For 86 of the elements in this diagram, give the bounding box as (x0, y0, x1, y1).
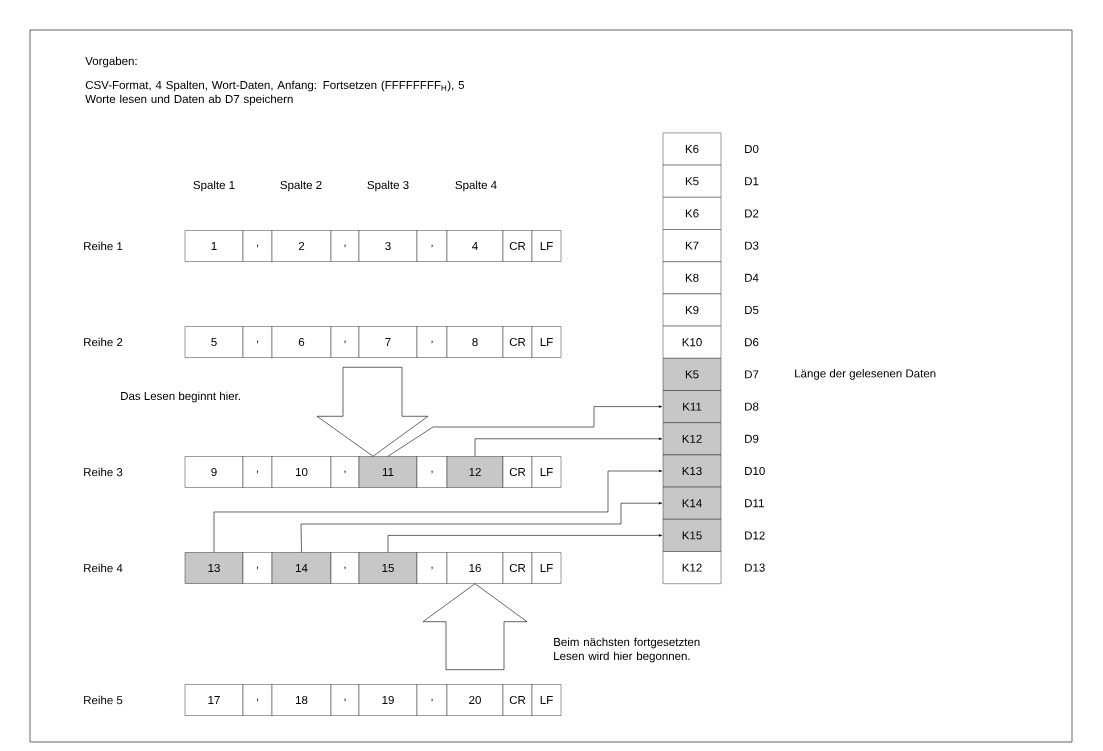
register-cell: K7 (662, 229, 722, 262)
data-cell: 8 (446, 326, 504, 358)
data-cell: , (242, 552, 273, 584)
register-address: D7 (745, 370, 759, 379)
data-cell: 16 (446, 552, 504, 584)
row-label: Reihe 2 (84, 337, 123, 347)
register-cell: K12 (662, 422, 722, 456)
register-address: D5 (745, 306, 759, 314)
data-cell: 4 (446, 230, 504, 262)
data-cell: , (330, 456, 360, 488)
column-header: Spalte 2 (280, 180, 322, 192)
register-cell: K6 (662, 132, 722, 166)
register-address: D3 (745, 241, 759, 250)
heading: Vorgaben: (85, 56, 137, 68)
data-cell: LF (531, 456, 562, 488)
data-cell: , (330, 552, 360, 584)
arrow (474, 437, 663, 457)
note-text: Beim nächsten fortgesetzten Lesen wird hier begonnen. (554, 637, 700, 663)
register-cell: K8 (662, 261, 722, 295)
pointer-arrow (316, 367, 429, 457)
data-cell: 5 (184, 326, 244, 358)
data-cell: , (242, 456, 273, 488)
arrow (213, 469, 663, 553)
register-cell: K5 (662, 164, 722, 198)
register-cell: K13 (662, 454, 722, 488)
column-header: Spalte 1 (193, 180, 235, 192)
row-label: Reihe 5 (84, 695, 123, 705)
column-header: Spalte 4 (455, 180, 497, 192)
data-cell: 1 (184, 230, 244, 262)
arrow (387, 534, 663, 553)
data-cell: LF (531, 326, 562, 358)
register-cell: K14 (662, 486, 722, 520)
note-text: Das Lesen beginnt hier. (121, 391, 240, 403)
data-cell: , (242, 230, 273, 262)
register-cell: K12 (662, 551, 722, 584)
data-cell: , (416, 230, 448, 262)
data-cell: , (416, 684, 448, 716)
register-cell: K9 (662, 293, 722, 327)
register-cell: K15 (662, 519, 722, 552)
data-cell: LF (531, 684, 562, 716)
data-cell: 15 (358, 552, 418, 584)
data-cell: 17 (184, 684, 244, 716)
data-cell: , (416, 456, 448, 488)
register-address: D2 (745, 209, 759, 218)
note-text: CSV-Format, 4 Spalten, Wort-Daten, Anfang: Fortsetzen (FFFFFFFF$_{H}$), 5 Worte lesen und Daten ab D7 speichern (85, 80, 465, 106)
data-cell: CR (502, 684, 533, 716)
data-cell: 12 (446, 456, 504, 488)
note-text: Länge der gelesenen Daten (795, 369, 936, 380)
row-label: Reihe 3 (84, 467, 123, 477)
data-cell: , (242, 684, 273, 716)
register-address: D0 (745, 144, 759, 154)
data-cell: , (330, 684, 360, 716)
data-cell: 9 (184, 456, 244, 488)
register-address: D11 (745, 499, 764, 508)
row-label: Reihe 4 (84, 563, 123, 573)
register-address: D9 (745, 434, 759, 443)
row-label: Reihe 1 (84, 241, 123, 251)
data-cell: , (416, 326, 448, 358)
register-address: D1 (745, 177, 759, 186)
register-address: D4 (745, 273, 759, 282)
data-cell: CR (502, 552, 533, 584)
register-address: D10 (745, 466, 765, 476)
register-address: D8 (745, 402, 759, 411)
column-header: Spalte 3 (367, 180, 409, 192)
data-cell: 20 (446, 684, 504, 716)
register-cell: K6 (662, 197, 722, 230)
data-cell: 14 (271, 552, 332, 584)
data-cell: CR (502, 326, 533, 358)
data-cell: , (416, 552, 448, 584)
register-address: D6 (745, 338, 759, 347)
data-cell: , (330, 326, 360, 358)
data-cell: 13 (184, 552, 244, 584)
data-cell: LF (531, 552, 562, 584)
register-cell: K11 (662, 390, 722, 423)
register-cell: K10 (662, 325, 722, 359)
register-cell: K5 (662, 358, 722, 391)
register-address: D12 (745, 531, 765, 540)
data-cell: CR (502, 230, 533, 262)
data-cell: , (330, 230, 360, 262)
data-cell: CR (502, 456, 533, 488)
data-cell: 11 (358, 456, 418, 488)
pointer-arrow (422, 583, 528, 670)
data-cell: , (242, 326, 273, 358)
register-address: D13 (745, 563, 765, 572)
data-cell: LF (531, 230, 562, 262)
arrow (300, 502, 663, 553)
